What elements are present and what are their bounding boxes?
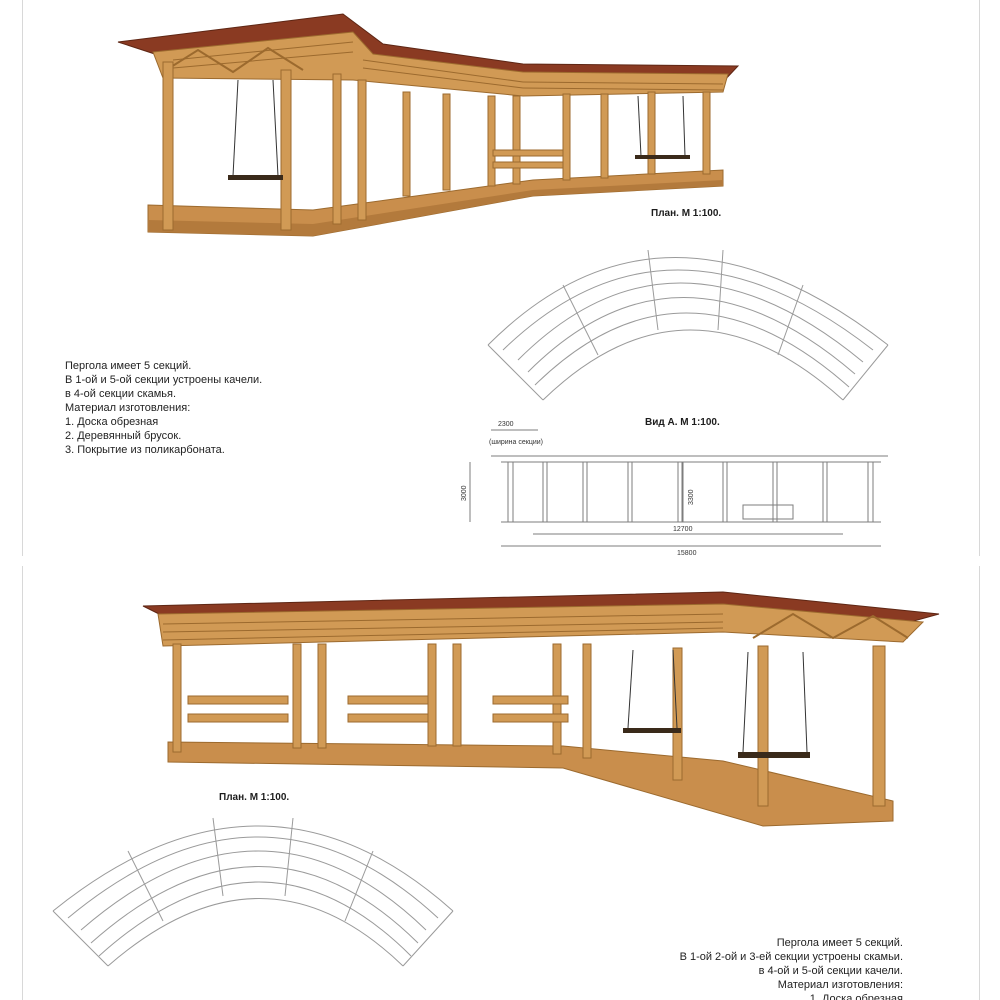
note-line: 1. Доска обрезная — [809, 993, 903, 1000]
note-line: Материал изготовления: — [777, 979, 903, 991]
dim-height-left: 3000 — [461, 485, 468, 501]
note-line: 1. Доска обрезная — [65, 416, 159, 428]
bottom-drawing-sheet: План. М 1:100. Пергола имеет 5 секций. В… — [22, 566, 980, 1000]
sheet-separator — [0, 556, 1000, 566]
plan-caption-bottom: План. М 1:100. — [219, 792, 290, 803]
note-line: Пергола имеет 5 секций. — [776, 937, 903, 949]
plan-arc-top — [487, 249, 889, 401]
plan-arc-bottom — [52, 817, 454, 967]
note-line: в 4-ой и 5-ой секции качели. — [758, 965, 903, 977]
pergola-render-top: 2300 (ширина секции) 3000 3300 12700 158… — [117, 13, 889, 556]
notes-bottom: Пергола имеет 5 секций. В 1-ой 2-ой и 3-… — [680, 936, 903, 1000]
note-line: 3. Покрытие из поликарбоната. — [65, 444, 225, 456]
top-drawing-sheet: 2300 (ширина секции) 3000 3300 12700 158… — [22, 0, 980, 556]
dim-total-length: 15800 — [677, 550, 697, 556]
view-caption-top: Вид А. М 1:100. — [645, 417, 720, 428]
pergola-render-bottom — [52, 591, 940, 967]
note-line: В 1-ой и 5-ой секции устроены качели. — [65, 374, 263, 386]
dim-inner-length: 12700 — [673, 526, 693, 533]
dim-section-width: 2300 — [498, 421, 514, 428]
notes-top: Пергола имеет 5 секций. В 1-ой и 5-ой се… — [65, 359, 262, 457]
plan-caption-top: План. М 1:100. — [651, 208, 722, 219]
dim-section-note: (ширина секции) — [489, 439, 543, 446]
note-line: В 1-ой 2-ой и 3-ей секции устроены скамь… — [679, 951, 903, 963]
dim-height-mid: 3300 — [688, 489, 695, 505]
note-line: Материал изготовления: — [65, 402, 191, 414]
elevation-view-top — [469, 429, 888, 547]
note-line: 2. Деревянный брусок. — [65, 430, 182, 442]
note-line: Пергола имеет 5 секций. — [65, 360, 192, 372]
note-line: в 4-ой секции скамья. — [65, 388, 177, 400]
